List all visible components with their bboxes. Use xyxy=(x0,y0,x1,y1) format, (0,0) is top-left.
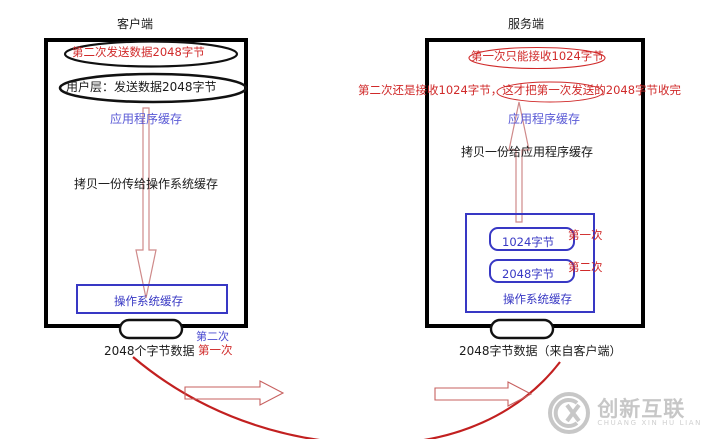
server-chunk-size-1: 2048字节 xyxy=(502,267,555,281)
client-second-send-annotation: 第二次发送数据2048字节 xyxy=(72,45,205,59)
server-title: 服务端 xyxy=(508,17,545,31)
server-chunk-order-0: 第一次 xyxy=(568,228,603,242)
client-os-buffer-box: 操作系统缓存 xyxy=(76,284,228,314)
watermark-cn-text: 创新互联 xyxy=(597,397,686,422)
server-chunk-order-1: 第二次 xyxy=(568,260,603,274)
server-chunk-size-0: 1024字节 xyxy=(502,235,555,249)
server-inbound-data-label: 2048字节数据（来自客户端） xyxy=(459,344,622,358)
watermark-logo-icon xyxy=(548,392,591,434)
server-os-buffer-label: 操作系统缓存 xyxy=(503,292,572,306)
client-outbound-first-label: 第一次 xyxy=(198,343,233,357)
server-os-buffer-box: 1024字节 2048字节 操作系统缓存 xyxy=(465,213,595,313)
server-first-recv-annotation: 第一次只能接收1024字节 xyxy=(471,49,604,63)
watermark: 创新互联 CHUANG XIN HU LIAN xyxy=(547,391,702,435)
watermark-en-text: CHUANG XIN HU LIAN xyxy=(597,419,702,428)
client-outbound-second-label: 第二次 xyxy=(196,330,229,343)
client-outbound-data-label: 2048个字节数据 xyxy=(104,344,195,358)
server-second-recv-annotation: 第二次还是接收1024字节，这才把第一次发送的2048字节收完 xyxy=(358,83,682,97)
server-chunk-box-0: 1024字节 xyxy=(489,227,575,251)
client-title: 客户端 xyxy=(117,17,154,31)
client-app-buffer-label: 应用程序缓存 xyxy=(110,112,183,126)
server-app-buffer-label: 应用程序缓存 xyxy=(508,112,581,126)
client-user-layer-label: 用户层：发送数据2048字节 xyxy=(66,80,217,94)
client-os-buffer-label: 操作系统缓存 xyxy=(114,294,183,308)
client-copy-note: 拷贝一份传给操作系统缓存 xyxy=(74,177,219,191)
server-chunk-box-1: 2048字节 xyxy=(489,259,575,283)
server-copy-note: 拷贝一份给应用程序缓存 xyxy=(461,145,594,159)
